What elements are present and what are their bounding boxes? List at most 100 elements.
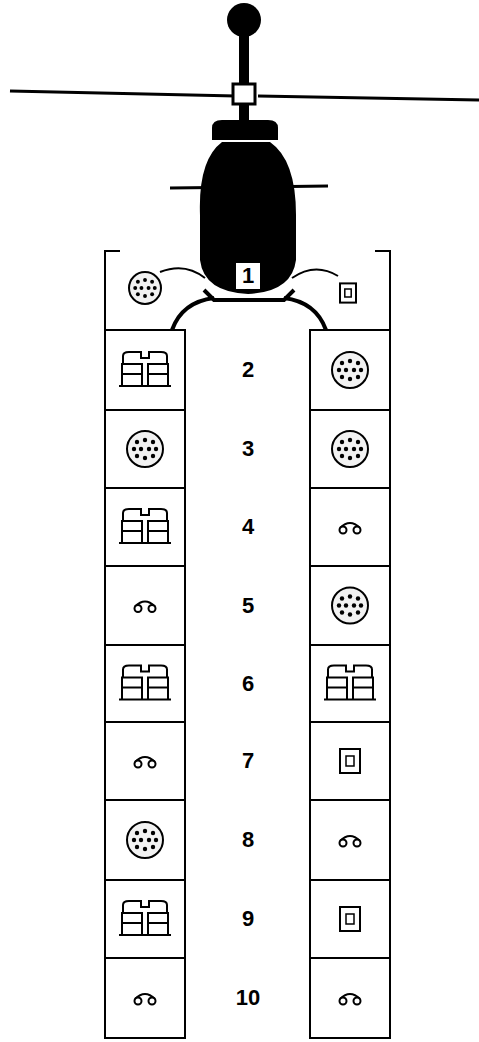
callout-number: 7: [242, 750, 254, 772]
spectacles-symbol: [135, 602, 156, 613]
dot: [147, 447, 151, 451]
callout-number: 6: [242, 673, 254, 695]
dot: [151, 454, 155, 458]
chair-seat: [148, 913, 168, 923]
lens: [340, 527, 347, 534]
chair-leg: [121, 923, 123, 935]
dot: [340, 375, 344, 379]
cell: [105, 645, 185, 722]
circle-outline: [332, 431, 368, 467]
cell: [310, 566, 390, 645]
number-box: 1: [234, 261, 262, 291]
callout-number: 9: [242, 908, 254, 930]
chair-leg: [147, 923, 149, 935]
cell: [105, 488, 185, 566]
chair-foot: [119, 542, 145, 544]
chair-seat: [122, 913, 142, 923]
table-top: [123, 509, 167, 521]
spectacles-symbol: [340, 836, 361, 847]
chair-leg: [346, 688, 348, 700]
chair-foot: [350, 699, 376, 701]
lens: [135, 605, 142, 612]
cell: [105, 566, 185, 645]
callout-number: 8: [242, 829, 254, 851]
cell: [310, 722, 390, 800]
frame: [105, 250, 390, 1038]
circle-outline: [127, 822, 163, 858]
dot: [337, 368, 341, 372]
sling-line: [160, 268, 205, 278]
lens: [340, 998, 347, 1005]
dotted-circle-symbol: [332, 588, 368, 624]
callout-number: 10: [236, 987, 260, 1009]
dot: [337, 447, 341, 451]
table-chairs-symbol: [119, 352, 171, 386]
dot: [143, 294, 147, 298]
mast-collar: [233, 84, 255, 104]
dot: [340, 610, 344, 614]
square-symbol: [340, 283, 356, 302]
dot: [352, 603, 356, 607]
table-chairs-symbol: [119, 509, 171, 543]
dot: [150, 280, 154, 284]
rotor-blade: [258, 96, 479, 100]
chair-leg: [121, 374, 123, 386]
chair-leg: [147, 688, 149, 700]
rotor-blade: [10, 91, 236, 96]
chair-seat: [122, 364, 142, 374]
chair-foot: [145, 934, 171, 936]
table-top: [123, 901, 167, 913]
dot: [154, 447, 158, 451]
table-chairs-symbol: [324, 666, 376, 700]
dot: [344, 447, 348, 451]
lens: [354, 527, 361, 534]
dot: [356, 361, 360, 365]
chair-seat: [353, 678, 373, 688]
circle-outline: [129, 272, 161, 304]
dot: [151, 831, 155, 835]
dot: [136, 292, 140, 296]
dot: [356, 440, 360, 444]
square-inner: [346, 914, 354, 924]
lens: [340, 840, 347, 847]
dot: [133, 286, 137, 290]
square-inner: [346, 756, 354, 766]
dot: [132, 838, 136, 842]
chair-seat: [148, 364, 168, 374]
chair-leg: [121, 531, 123, 543]
dotted-circle-symbol: [332, 431, 368, 467]
square-symbol: [340, 907, 360, 931]
chair-leg: [326, 688, 328, 700]
chair-foot: [145, 542, 171, 544]
dot: [135, 845, 139, 849]
square-symbol: [340, 749, 360, 773]
chair-leg: [167, 531, 169, 543]
frame-line: [375, 250, 390, 252]
dot: [143, 278, 147, 282]
lens: [149, 761, 156, 768]
square-outer: [340, 749, 360, 773]
sling-line: [292, 269, 338, 278]
engine-housing: [212, 120, 278, 140]
dotted-circle-symbol: [127, 822, 163, 858]
chair-leg: [167, 923, 169, 935]
chair-leg: [121, 688, 123, 700]
dot: [153, 286, 157, 290]
dot: [348, 438, 352, 442]
dot: [154, 838, 158, 842]
chair-leg: [141, 923, 143, 935]
cell: [310, 958, 390, 1038]
dot: [348, 456, 352, 460]
cabin: [200, 142, 296, 294]
chair-foot: [119, 699, 145, 701]
chair-seat: [122, 521, 142, 531]
callout-number: 2: [242, 359, 254, 381]
cell: [105, 722, 185, 800]
dot: [340, 454, 344, 458]
dot: [132, 447, 136, 451]
circle-outline: [332, 352, 368, 388]
chair-foot: [145, 385, 171, 387]
dot: [344, 603, 348, 607]
cell: [310, 645, 390, 722]
dot: [348, 359, 352, 363]
